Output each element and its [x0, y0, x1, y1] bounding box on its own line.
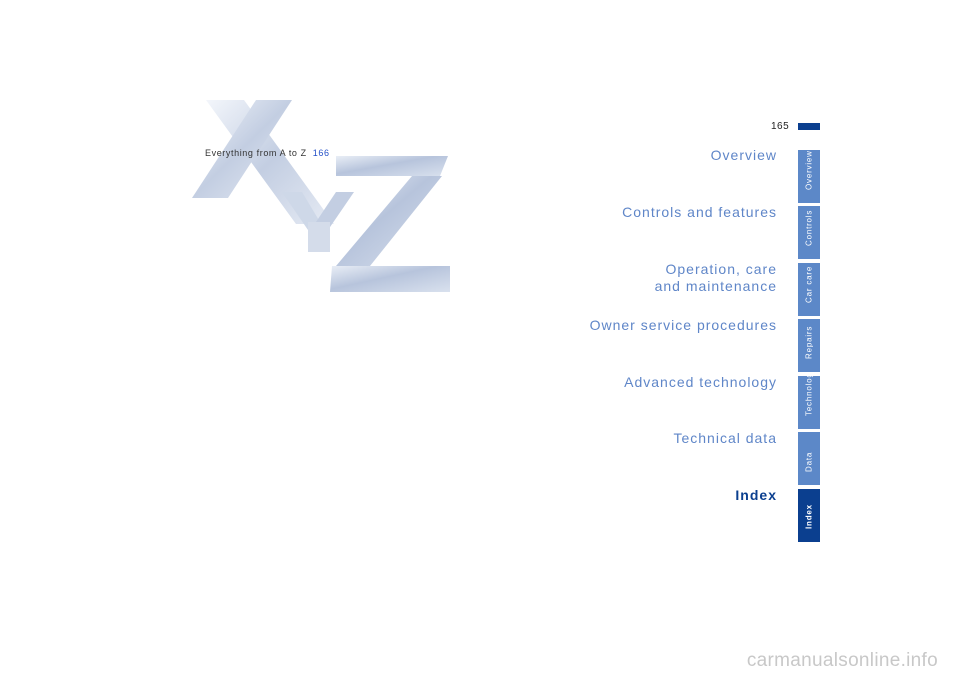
- tab-controls-label: Controls: [804, 209, 814, 246]
- tab-repairs[interactable]: Repairs: [798, 319, 820, 372]
- letter-y-left-arm: [282, 192, 320, 230]
- chapter-operation-line1: Operation, care: [665, 261, 777, 277]
- chapter-index[interactable]: Index: [735, 487, 777, 503]
- letter-x-stroke-2: [192, 100, 292, 198]
- watermark: carmanualsonline.info: [746, 650, 938, 671]
- chapter-advanced-technology[interactable]: Advanced technology: [624, 374, 777, 390]
- page-number: 165: [771, 121, 790, 132]
- tab-controls[interactable]: Controls: [798, 206, 820, 259]
- letter-z-top: [336, 156, 448, 176]
- tab-repairs-label: Repairs: [804, 325, 814, 359]
- tab-overview-label: Overview: [804, 150, 814, 190]
- chapter-operation-line2: and maintenance: [654, 278, 777, 294]
- tab-data[interactable]: Data: [798, 432, 820, 485]
- chapter-controls[interactable]: Controls and features: [622, 204, 777, 220]
- tab-technology-label: Technology: [804, 376, 814, 416]
- letter-z-diagonal: [336, 176, 442, 266]
- letter-y-stem: [308, 222, 330, 252]
- tab-overview[interactable]: Overview: [798, 150, 820, 203]
- letter-z-bottom: [330, 266, 450, 292]
- chapter-operation[interactable]: Operation, care and maintenance: [655, 261, 777, 295]
- toc-entry-label: Everything from A to Z: [205, 148, 307, 158]
- toc-entry-page[interactable]: 166: [312, 148, 330, 158]
- tab-car-care[interactable]: Car care: [798, 263, 820, 316]
- tab-data-label: Data: [804, 451, 814, 472]
- tab-index[interactable]: Index: [798, 489, 820, 542]
- letter-y-right-arm: [316, 192, 354, 230]
- xyz-graphic: [192, 100, 450, 292]
- tab-index-label: Index: [804, 504, 814, 529]
- toc-entry[interactable]: Everything from A to Z 166: [205, 148, 330, 158]
- page-number-bar: [798, 123, 820, 130]
- chapter-owner-service[interactable]: Owner service procedures: [589, 317, 777, 333]
- chapter-technical-data[interactable]: Technical data: [673, 430, 777, 446]
- chapter-overview[interactable]: Overview: [710, 147, 777, 163]
- tab-technology[interactable]: Technology: [798, 376, 820, 429]
- tab-car-care-label: Car care: [804, 265, 814, 303]
